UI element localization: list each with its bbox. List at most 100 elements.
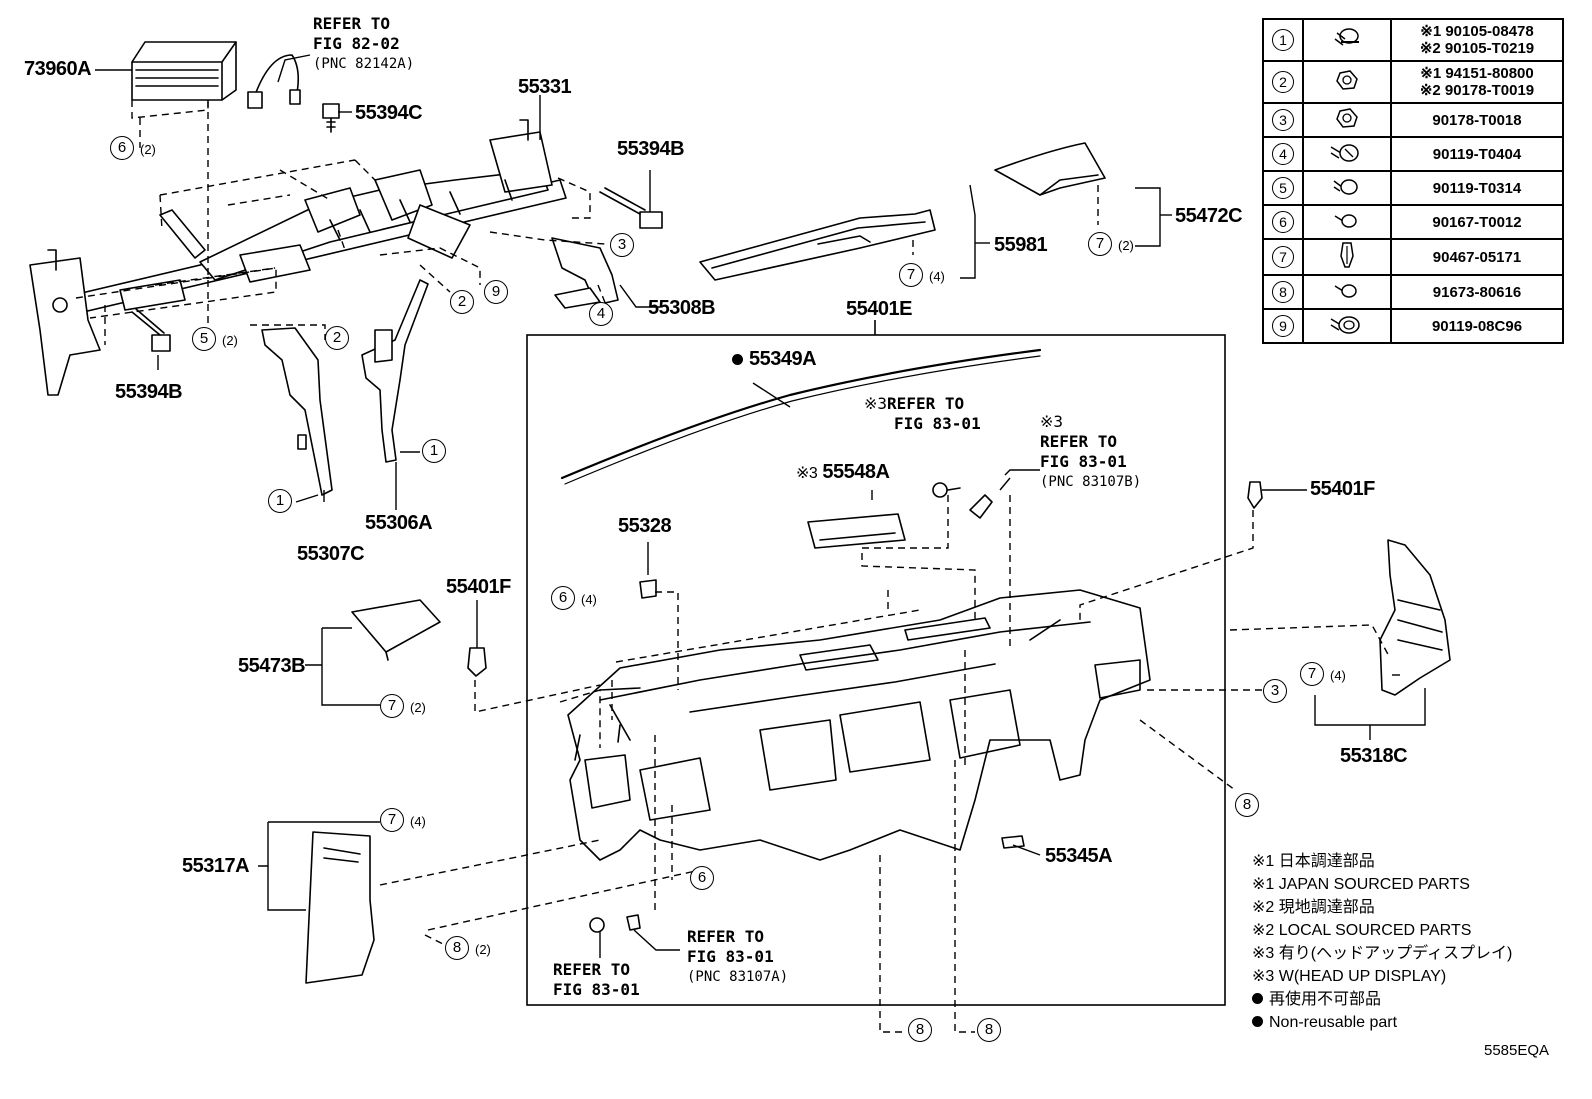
legend-num-cell: 7 (1262, 238, 1304, 276)
label-55328: 55328 (618, 515, 672, 537)
part-55331-drawing (29, 119, 619, 396)
callout-qty: (2) (1118, 238, 1134, 253)
legend-num-cell: 4 (1262, 136, 1304, 172)
legend-icon-cell (1302, 18, 1392, 62)
legend-row: 7 90467-05171 (1262, 238, 1564, 276)
footnote-line: ※1 日本調達部品 (1252, 853, 1375, 870)
legend-row: 2 ※1 94151-80800※2 90178-T0019 (1262, 60, 1564, 104)
legend-part-number: 90167-T0012 (1432, 213, 1522, 231)
legend-num-cell: 1 (1262, 18, 1304, 62)
label-55401E: 55401E (846, 298, 912, 320)
label-55349A: 55349A (732, 348, 817, 370)
label-55331: 55331 (518, 76, 572, 98)
reference-line-1: REFER TO (687, 927, 765, 946)
legend-part-cell: 90467-05171 (1390, 238, 1564, 276)
callout-circle: 3 (610, 233, 634, 257)
legend-part-cell: 90178-T0018 (1390, 102, 1564, 138)
callout-circle: 2 (325, 326, 349, 350)
label-55394B-bottom: 55394B (115, 381, 183, 403)
legend-part-number: 90178-T0018 (1432, 111, 1522, 129)
legend-num-cell: 5 (1262, 170, 1304, 206)
label-55394C: 55394C (355, 102, 423, 124)
reference-line-1: REFER TO (313, 14, 391, 33)
callout-circle: 8 (977, 1018, 1001, 1042)
non-reusable-dot-icon (1252, 993, 1263, 1004)
reference-text: REFER TO (887, 394, 965, 413)
legend-part-cell: 90167-T0012 (1390, 204, 1564, 240)
hud-note-marker: ※3 (1040, 412, 1064, 431)
legend-num-cell: 6 (1262, 204, 1304, 240)
screw-icon (1334, 284, 1357, 298)
label-55473B: 55473B (238, 655, 306, 677)
callout-circle: 8 (445, 936, 469, 960)
callout-circle: 1 (422, 439, 446, 463)
legend-callout: 6 (1272, 211, 1294, 233)
part-55401E-drawing (567, 589, 1151, 861)
legend-part-cell: 90119-T0404 (1390, 136, 1564, 172)
bolt-washer-icon (1330, 316, 1360, 334)
legend-part-cell: ※1 94151-80800※2 90178-T0019 (1390, 60, 1564, 104)
reference-line-2: FIG 83-01 (553, 980, 640, 999)
non-reusable-dot-icon (732, 354, 743, 365)
label-55308B: 55308B (648, 297, 716, 319)
legend-icon-cell (1302, 238, 1392, 276)
part-55306A-drawing (361, 279, 429, 463)
legend-row: 5 90119-T0314 (1262, 170, 1564, 206)
label-55401F-right: 55401F (1310, 478, 1375, 500)
callout-circle: 7 (1088, 232, 1112, 256)
reference-line-1: REFER TO (1040, 432, 1118, 451)
diagram-code: 5585EQA (1484, 1042, 1550, 1059)
reference-line-1: REFER TO (553, 960, 631, 979)
legend-callout: 3 (1272, 109, 1294, 131)
callout-circle: 5 (192, 327, 216, 351)
label-55349A-text: 55349A (749, 348, 817, 370)
legend-part-number: 90119-T0314 (1432, 179, 1522, 197)
part-55349A-drawing (560, 348, 1042, 480)
footnote-line: ※3 有り(ヘッドアップディスプレイ) (1252, 945, 1513, 962)
legend-part-number: 91673-80616 (1432, 283, 1522, 301)
legend-part-cell: ※1 90105-08478※2 90105-T0219 (1390, 18, 1564, 62)
label-55548A: ※3 55548A (796, 461, 890, 485)
legend-icon-cell (1302, 204, 1392, 240)
callout-qty: (2) (140, 142, 156, 157)
label-55306A: 55306A (365, 512, 433, 534)
legend-callout: 5 (1272, 177, 1294, 199)
reference-line-2: FIG 83-01 (687, 947, 774, 966)
legend-callout: 8 (1272, 281, 1294, 303)
callout-qty: (4) (410, 814, 426, 829)
callout-circle: 6 (551, 586, 575, 610)
legend-num-cell: 8 (1262, 274, 1304, 310)
reference-line-2: FIG 83-01 (1040, 452, 1127, 471)
bolt-icon (1333, 179, 1358, 195)
label-73960A: 73960A (24, 58, 92, 80)
reference-pnc: (PNC 83107A) (687, 969, 789, 985)
reference-line-2: FIG 82-02 (313, 34, 400, 53)
legend-part-cell: 90119-08C96 (1390, 308, 1564, 344)
callout-qty: (2) (475, 942, 491, 957)
legend-part-cell: 90119-T0314 (1390, 170, 1564, 206)
reference-pnc: (PNC 83107B) (1040, 474, 1142, 490)
legend-icon-cell (1302, 136, 1392, 172)
callout-circle: 7 (380, 808, 404, 832)
legend-callout: 1 (1272, 29, 1294, 51)
callout-qty: (4) (1330, 668, 1346, 683)
legend-callout: 2 (1272, 71, 1294, 93)
bolt-icon (1330, 144, 1359, 162)
reference-pnc: (PNC 82142A) (313, 56, 415, 72)
label-55981: 55981 (994, 234, 1048, 256)
callout-circle: 3 (1263, 679, 1287, 703)
label-55318C: 55318C (1340, 745, 1408, 767)
legend-part-number: ※1 90105-08478 (1420, 23, 1534, 40)
callout-circle: 4 (589, 302, 613, 326)
part-55317A-drawing (305, 831, 375, 984)
callout-circle: 2 (450, 290, 474, 314)
label-55472C: 55472C (1175, 205, 1243, 227)
footnote-line: ※3 W(HEAD UP DISPLAY) (1252, 968, 1447, 985)
legend-part-number: 90119-T0404 (1432, 145, 1522, 163)
footnote-text: 再使用不可部品 (1269, 991, 1382, 1008)
legend-part-number: ※2 90178-T0019 (1419, 82, 1535, 99)
screw-icon (1334, 214, 1357, 228)
callout-circle: 1 (268, 489, 292, 513)
